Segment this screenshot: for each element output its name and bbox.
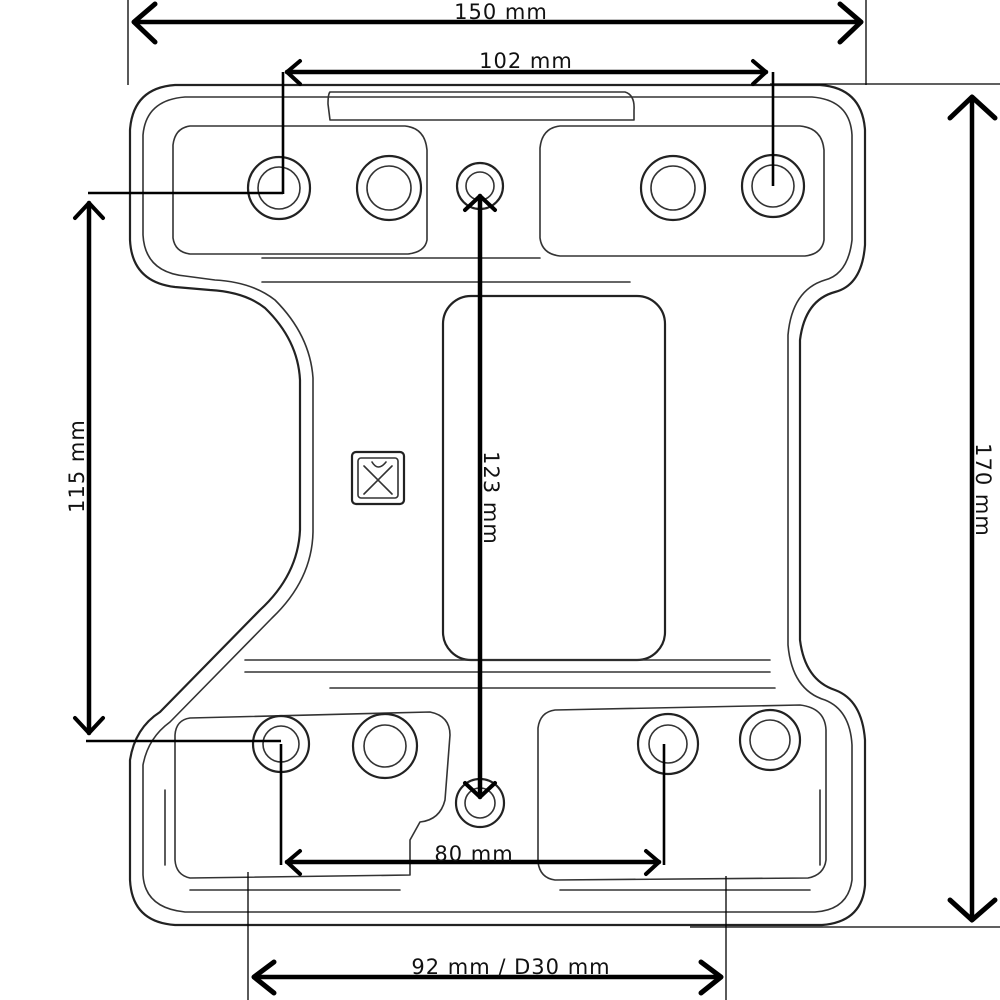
dim-150-arrow-right	[837, 1, 864, 45]
top-center-strip	[261, 257, 631, 283]
dim-115-arrow-bottom	[73, 716, 105, 735]
dim-150-arrow-left	[131, 1, 158, 45]
dimension-labels: 150 mm 102 mm 80 mm 92 mm / D30 mm 115 m…	[65, 0, 995, 979]
hole-bottom-3-inner	[648, 724, 688, 764]
bottom-left-pad	[174, 711, 451, 879]
hole-top-3	[639, 154, 707, 222]
hole-bottom-2-inner	[363, 724, 407, 768]
dimension-lines	[73, 0, 1000, 1000]
bottom-right-pad	[537, 704, 827, 881]
top-right-pad	[539, 125, 825, 257]
top-channel	[327, 91, 635, 121]
label-115-mm: 115 mm	[65, 419, 89, 513]
hole-bottom-3	[636, 712, 700, 776]
dim-92-arrow-right	[698, 959, 724, 996]
plate-inner-outline	[142, 96, 853, 913]
dim-92-arrow-left	[251, 959, 277, 996]
label-80-mm: 80 mm	[434, 842, 513, 866]
bottom-holes	[251, 708, 802, 829]
dim-115-arrow-top	[73, 201, 105, 220]
dim-123-arrow-top	[463, 194, 497, 212]
logo-mark	[350, 450, 406, 506]
dim-123-arrow-bottom	[463, 781, 497, 799]
hole-bottom-4-inner	[749, 719, 791, 761]
hole-top-1-inner	[257, 166, 301, 210]
bottom-trim	[164, 789, 821, 891]
dim-170-arrow-bottom	[947, 897, 998, 923]
hole-top-1	[246, 155, 312, 221]
dim-80-arrow-left	[285, 849, 302, 876]
hole-top-3-inner	[650, 165, 696, 211]
hole-bottom-4	[738, 708, 802, 772]
bottom-channel	[244, 659, 776, 689]
dim-102-arrow-right	[751, 59, 768, 86]
hole-top-2	[355, 154, 423, 222]
hole-top-2-inner	[366, 165, 412, 211]
plate-outer-outline	[128, 83, 867, 927]
dim-170-arrow-top	[947, 94, 998, 121]
label-170-mm: 170 mm	[971, 443, 995, 537]
dim-80-arrow-right	[644, 849, 661, 876]
label-150-mm: 150 mm	[454, 0, 548, 24]
top-left-pad	[172, 125, 428, 255]
label-123-mm: 123 mm	[479, 451, 503, 545]
center-recess	[441, 294, 667, 662]
plate-body	[128, 83, 867, 927]
label-92-mm-d30-mm: 92 mm / D30 mm	[411, 955, 610, 979]
label-102-mm: 102 mm	[479, 49, 573, 73]
dim-102-arrow-left	[285, 59, 302, 86]
top-holes	[246, 153, 806, 222]
hole-bottom-2	[351, 712, 419, 780]
